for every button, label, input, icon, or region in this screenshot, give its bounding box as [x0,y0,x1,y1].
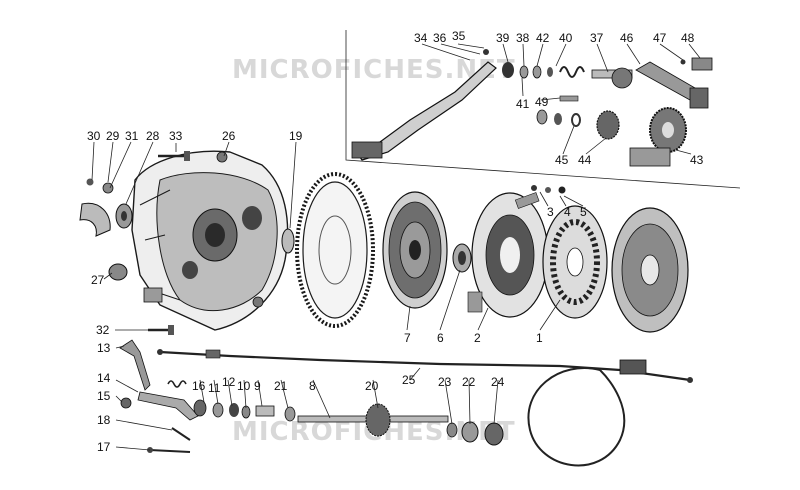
callout-38: 38 [516,31,530,45]
callout-23: 23 [438,375,452,389]
nut-15 [120,397,132,409]
seal-19 [281,228,295,254]
washer-23 [446,422,458,438]
callout-18: 18 [97,413,111,427]
return-spring-40 [559,66,585,78]
callout-15: 15 [97,389,111,403]
pressure-plate-2 [467,192,549,318]
callout-35: 35 [452,29,466,43]
pin-49 [559,95,579,102]
clutch-pedal-34 [351,49,497,161]
callout-5: 5 [580,205,587,219]
callout-32: 32 [96,323,110,337]
washer-21 [284,406,296,422]
callout-33: 33 [169,129,183,143]
callout-22: 22 [462,375,476,389]
release-bearing-6 [452,243,472,273]
bolt-17 [147,447,191,453]
callout-17: 17 [97,440,111,454]
callout-14: 14 [97,371,111,385]
callout-27: 27 [91,273,105,287]
callout-47: 47 [653,31,667,45]
callout-39: 39 [496,31,510,45]
lever-46 [635,61,709,109]
clutch-bell-housing [131,150,289,331]
pedal-group-frame [345,30,741,189]
screw-47 [680,59,686,65]
clutch-disc-7 [382,191,448,309]
screw-29 [86,178,94,186]
callout-34: 34 [414,31,428,45]
callout-42: 42 [536,31,550,45]
callout-16: 16 [192,379,206,393]
clutch-cable-25 [157,349,693,467]
callout-4: 4 [564,205,571,219]
callout-48: 48 [681,31,695,45]
callout-9: 9 [254,379,261,393]
flywheel-ring-gear [295,172,375,328]
callout-24: 24 [491,375,505,389]
bolt-32 [148,325,174,335]
callout-13: 13 [97,341,111,355]
callout-3: 3 [547,205,554,219]
bearing-28 [115,203,133,229]
diaphragm-spring-1 [542,205,608,319]
pin-18 [171,427,191,441]
callout-7: 7 [404,331,411,345]
callout-2: 2 [474,331,481,345]
mount-bracket-30 [79,202,111,237]
gear-44 [596,110,620,140]
bolt-33 [158,151,190,161]
pedal-shaft-37 [591,67,633,89]
plug-27 [108,263,128,281]
callout-1: 1 [536,331,543,345]
callout-labels: 30 29 31 28 33 26 19 27 34 36 35 39 38 4… [87,29,704,454]
bushings-11-12-10 [193,399,251,419]
washers-41-45 [536,109,581,127]
callout-12: 12 [222,375,236,389]
callout-49: 49 [535,95,549,109]
callout-37: 37 [590,31,604,45]
washer-31 [102,182,114,194]
callout-25: 25 [402,373,416,387]
sector-gear-43 [629,107,687,167]
callout-8: 8 [309,379,316,393]
callout-28: 28 [146,129,160,143]
callout-41: 41 [516,97,530,111]
pin-9 [255,405,275,417]
lever-13 [119,339,151,391]
callout-21: 21 [274,379,288,393]
clutch-cover [611,207,689,333]
callout-6: 6 [437,331,444,345]
bearing-22 [461,421,479,443]
callout-40: 40 [559,31,573,45]
arm-14 [137,391,199,421]
callout-43: 43 [690,153,704,167]
callout-29: 29 [106,129,120,143]
bracket-48 [691,57,713,71]
callout-19: 19 [289,129,303,143]
callout-10: 10 [237,379,251,393]
callout-44: 44 [578,153,592,167]
callout-46: 46 [620,31,634,45]
pedal-bushings-39-38-42 [502,62,553,79]
callout-36: 36 [433,31,447,45]
callout-20: 20 [365,379,379,393]
callout-45: 45 [555,153,569,167]
bushing-24 [484,422,504,446]
callout-30: 30 [87,129,101,143]
leader-lines [91,43,701,451]
callout-26: 26 [222,129,236,143]
spring-16 [167,380,187,388]
callout-11: 11 [208,381,221,395]
gear-20 [365,403,391,437]
callout-31: 31 [125,129,139,143]
screws-3-4-5 [531,185,566,194]
